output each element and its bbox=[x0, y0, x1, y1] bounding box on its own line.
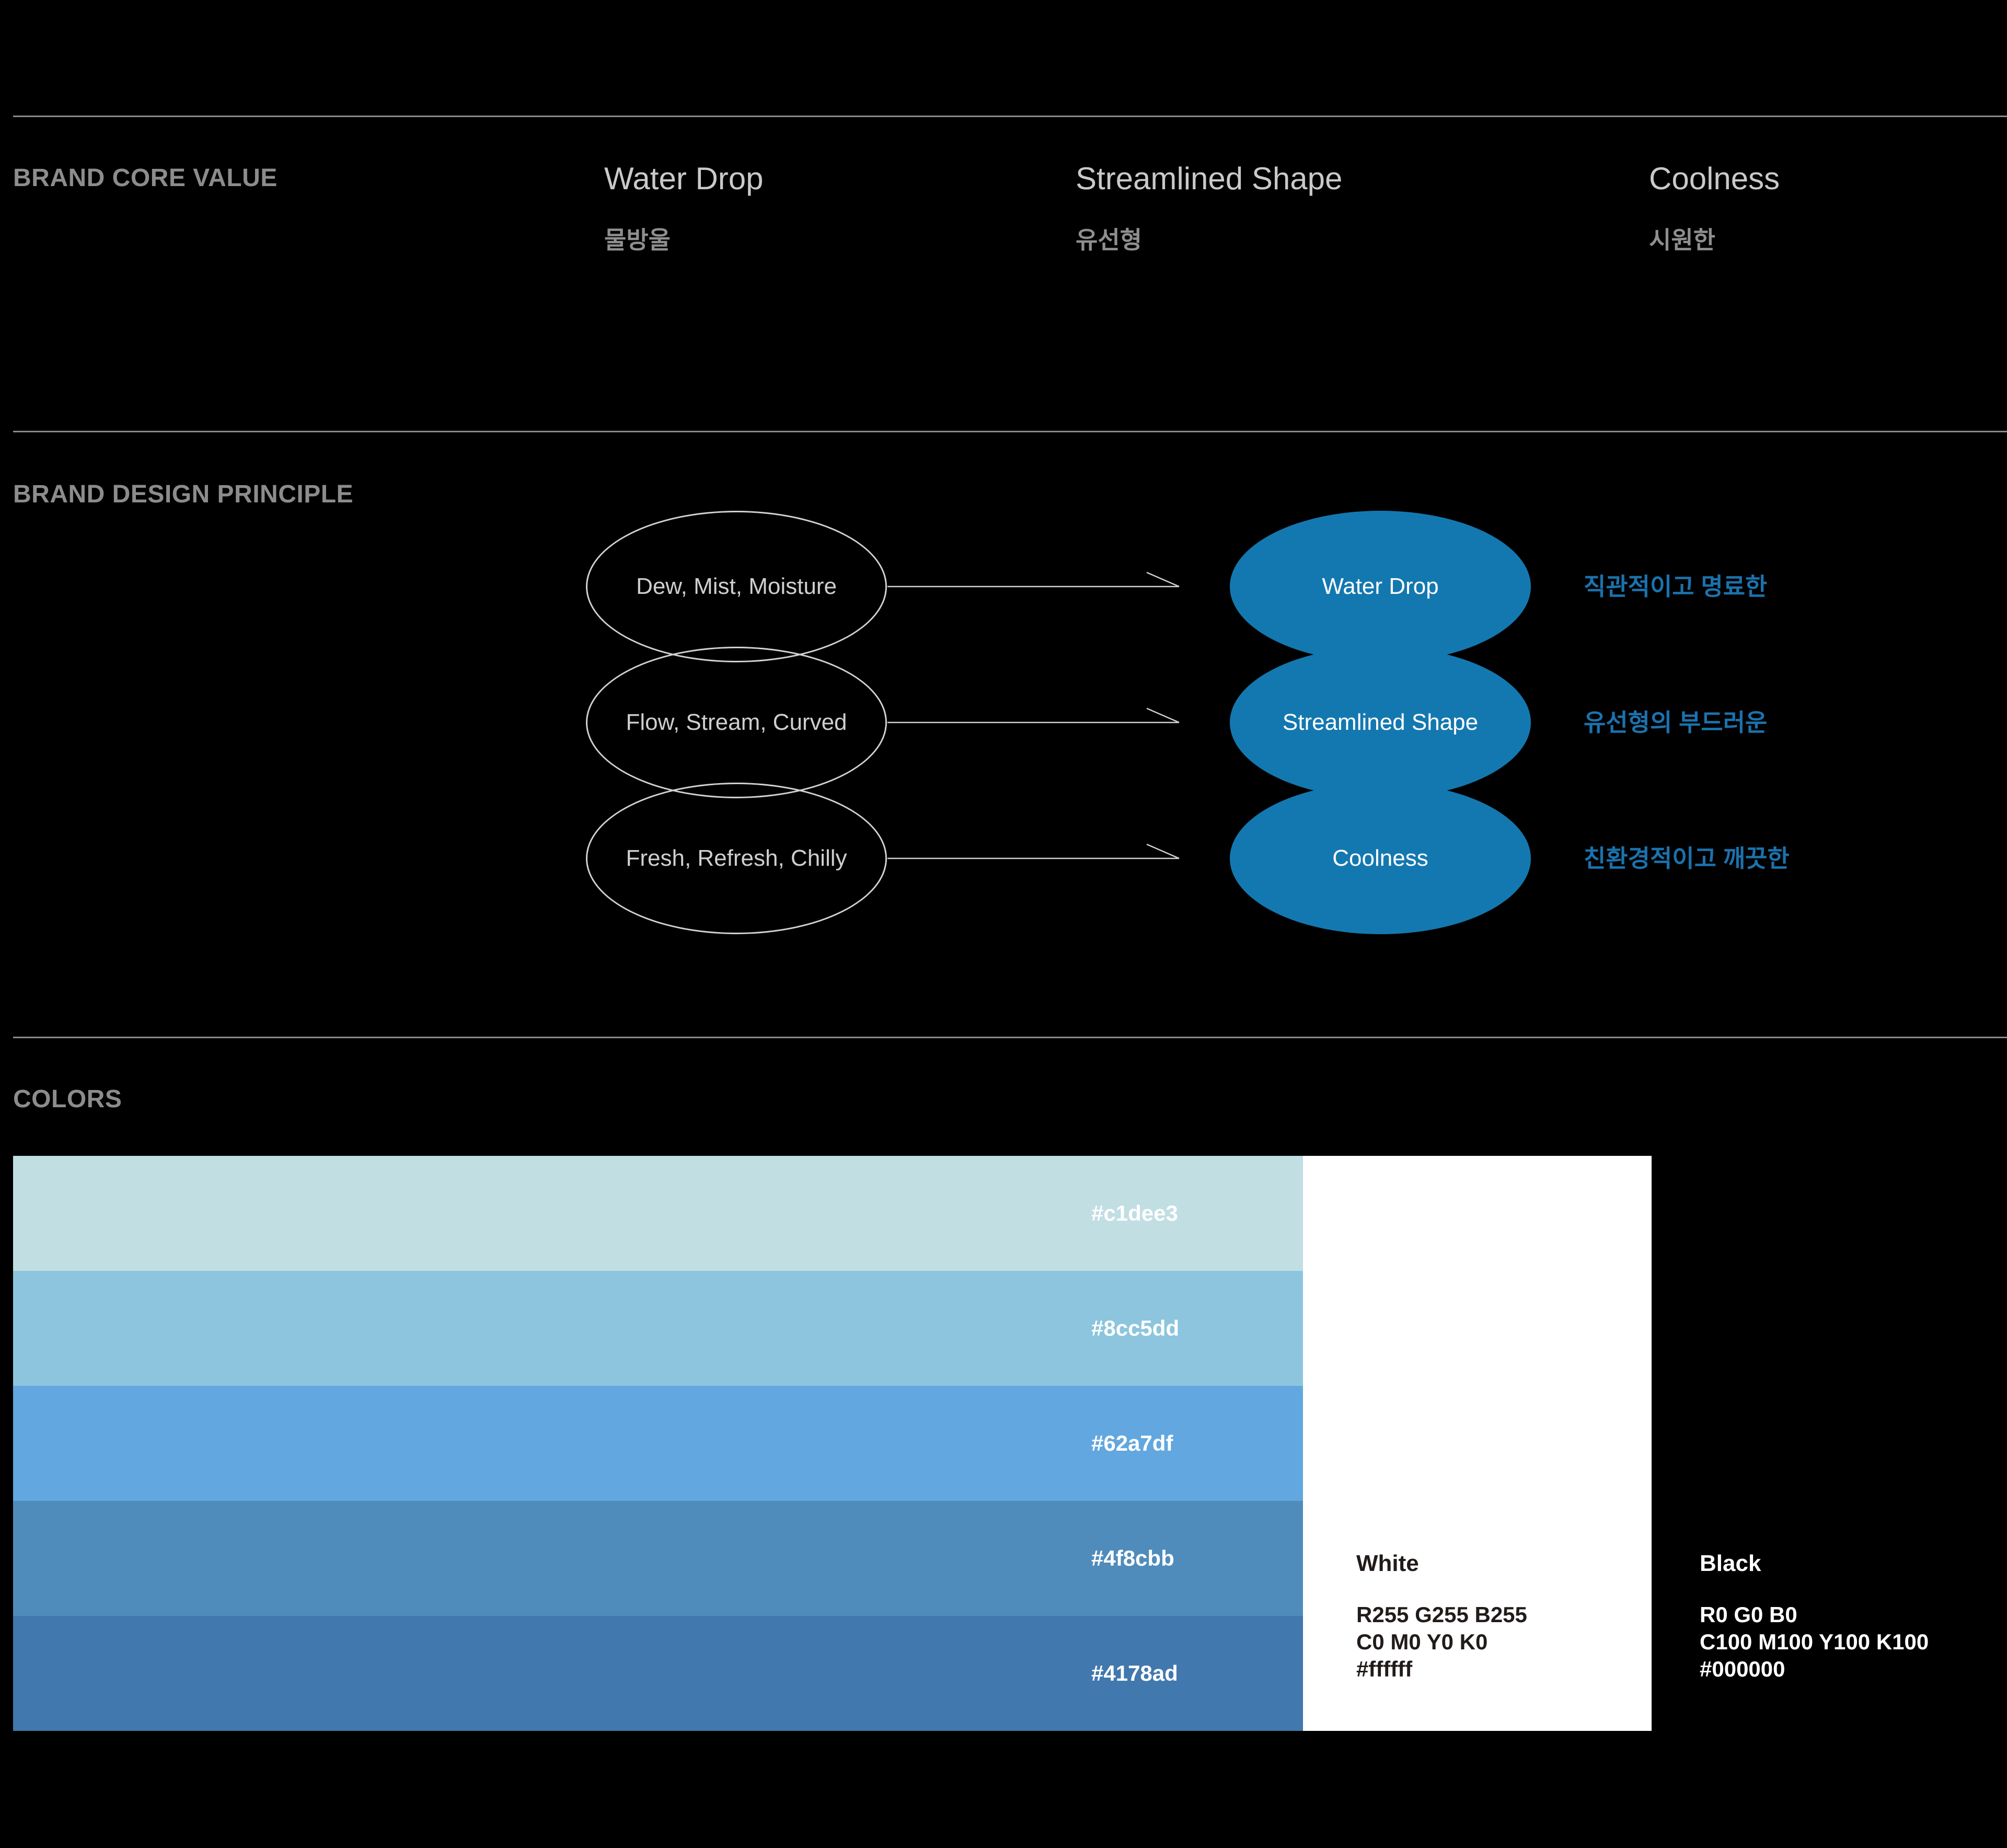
section-divider bbox=[13, 1037, 2007, 1038]
principle-description-korean: 친환경적이고 깨끗한 bbox=[1584, 845, 1790, 872]
core-value-title-korean: 시원한 bbox=[1649, 226, 1715, 254]
black-cmyk-value: C100 M100 Y100 K100 bbox=[1700, 1629, 1929, 1654]
white-cmyk-value: C0 M0 Y0 K0 bbox=[1356, 1629, 1488, 1654]
section-heading-brand-design-principle: BRAND DESIGN PRINCIPLE bbox=[13, 480, 354, 508]
black-color-specs: R0 G0 B0 C100 M100 Y100 K100 #000000 bbox=[1700, 1601, 1929, 1683]
black-color-name: Black bbox=[1700, 1551, 1761, 1576]
white-color-name: White bbox=[1356, 1551, 1419, 1576]
principle-ellipse: Water Drop bbox=[1230, 511, 1531, 662]
core-value-column-streamlined-shape: Streamlined Shape 유선형 bbox=[1076, 161, 1343, 252]
core-value-column-coolness: Coolness 시원한 bbox=[1649, 161, 1780, 252]
principle-description-korean: 직관적이고 명료한 bbox=[1584, 573, 1768, 600]
black-hex-value: #000000 bbox=[1700, 1657, 1785, 1681]
principle-label: Water Drop bbox=[1322, 573, 1439, 599]
section-heading-brand-core-value: BRAND CORE VALUE bbox=[13, 164, 278, 192]
principle-description-korean: 유선형의 부드러운 bbox=[1584, 709, 1768, 736]
color-swatch-4: #4f8cbb bbox=[13, 1501, 1303, 1616]
section-heading-colors: COLORS bbox=[13, 1085, 122, 1113]
core-value-title: Coolness bbox=[1649, 161, 1780, 196]
keyword-ellipse: Fresh, Refresh, Chilly bbox=[586, 783, 887, 934]
keyword-label: Fresh, Refresh, Chilly bbox=[626, 845, 847, 871]
white-rgb-value: R255 G255 B255 bbox=[1356, 1602, 1527, 1627]
core-value-title: Water Drop bbox=[604, 161, 764, 196]
color-hex-label: #4178ad bbox=[1091, 1661, 1178, 1685]
core-value-title-korean: 유선형 bbox=[1076, 226, 1142, 254]
color-swatch-2: #8cc5dd bbox=[13, 1271, 1303, 1386]
color-hex-label: #c1dee3 bbox=[1091, 1201, 1178, 1225]
section-divider bbox=[13, 431, 2007, 432]
color-palette: #c1dee3 #8cc5dd #62a7df #4f8cbb #4178ad bbox=[13, 1156, 1303, 1731]
color-hex-label: #8cc5dd bbox=[1091, 1316, 1180, 1340]
color-hex-label: #4f8cbb bbox=[1091, 1546, 1174, 1570]
keyword-label: Flow, Stream, Curved bbox=[626, 709, 847, 735]
white-color-card: White R255 G255 B255 C0 M0 Y0 K0 #ffffff bbox=[1303, 1156, 1652, 1731]
color-swatch-3: #62a7df bbox=[13, 1386, 1303, 1501]
principle-ellipse: Streamlined Shape bbox=[1230, 647, 1531, 798]
arrow-right-icon bbox=[887, 707, 1180, 724]
principle-ellipse: Coolness bbox=[1230, 783, 1531, 934]
arrow-right-icon bbox=[887, 571, 1180, 588]
white-hex-value: #ffffff bbox=[1356, 1657, 1413, 1681]
core-value-column-water-drop: Water Drop 물방울 bbox=[604, 161, 764, 252]
section-divider bbox=[13, 116, 2007, 117]
core-value-title: Streamlined Shape bbox=[1076, 161, 1343, 196]
keyword-label: Dew, Mist, Moisture bbox=[636, 573, 837, 599]
principle-label: Streamlined Shape bbox=[1282, 709, 1479, 735]
color-swatch-5: #4178ad bbox=[13, 1616, 1303, 1731]
color-swatch-1: #c1dee3 bbox=[13, 1156, 1303, 1271]
keyword-ellipse: Dew, Mist, Moisture bbox=[586, 511, 887, 662]
core-value-title-korean: 물방울 bbox=[604, 226, 671, 254]
arrow-right-icon bbox=[887, 843, 1180, 859]
white-color-specs: R255 G255 B255 C0 M0 Y0 K0 #ffffff bbox=[1356, 1601, 1527, 1683]
black-rgb-value: R0 G0 B0 bbox=[1700, 1602, 1797, 1627]
principle-label: Coolness bbox=[1332, 845, 1428, 871]
keyword-ellipse: Flow, Stream, Curved bbox=[586, 647, 887, 798]
color-hex-label: #62a7df bbox=[1091, 1431, 1173, 1455]
